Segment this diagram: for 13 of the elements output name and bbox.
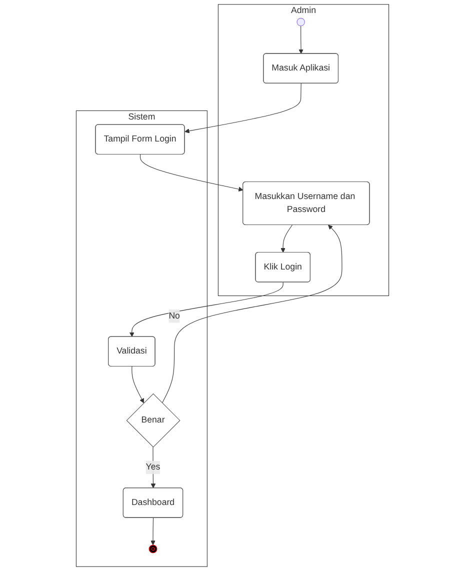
arrow (184, 83, 302, 134)
node-circle (296, 18, 305, 26)
arrow (150, 518, 156, 546)
edge-label: No (168, 311, 180, 321)
arrow (150, 446, 156, 488)
arrow (140, 154, 244, 192)
arrow (129, 282, 284, 338)
arrow (162, 224, 342, 404)
node-diamond: Benar (126, 393, 180, 448)
edge-label: Yes (146, 462, 160, 472)
arrow (132, 366, 144, 404)
arrow (298, 26, 304, 54)
arrow (280, 224, 292, 253)
